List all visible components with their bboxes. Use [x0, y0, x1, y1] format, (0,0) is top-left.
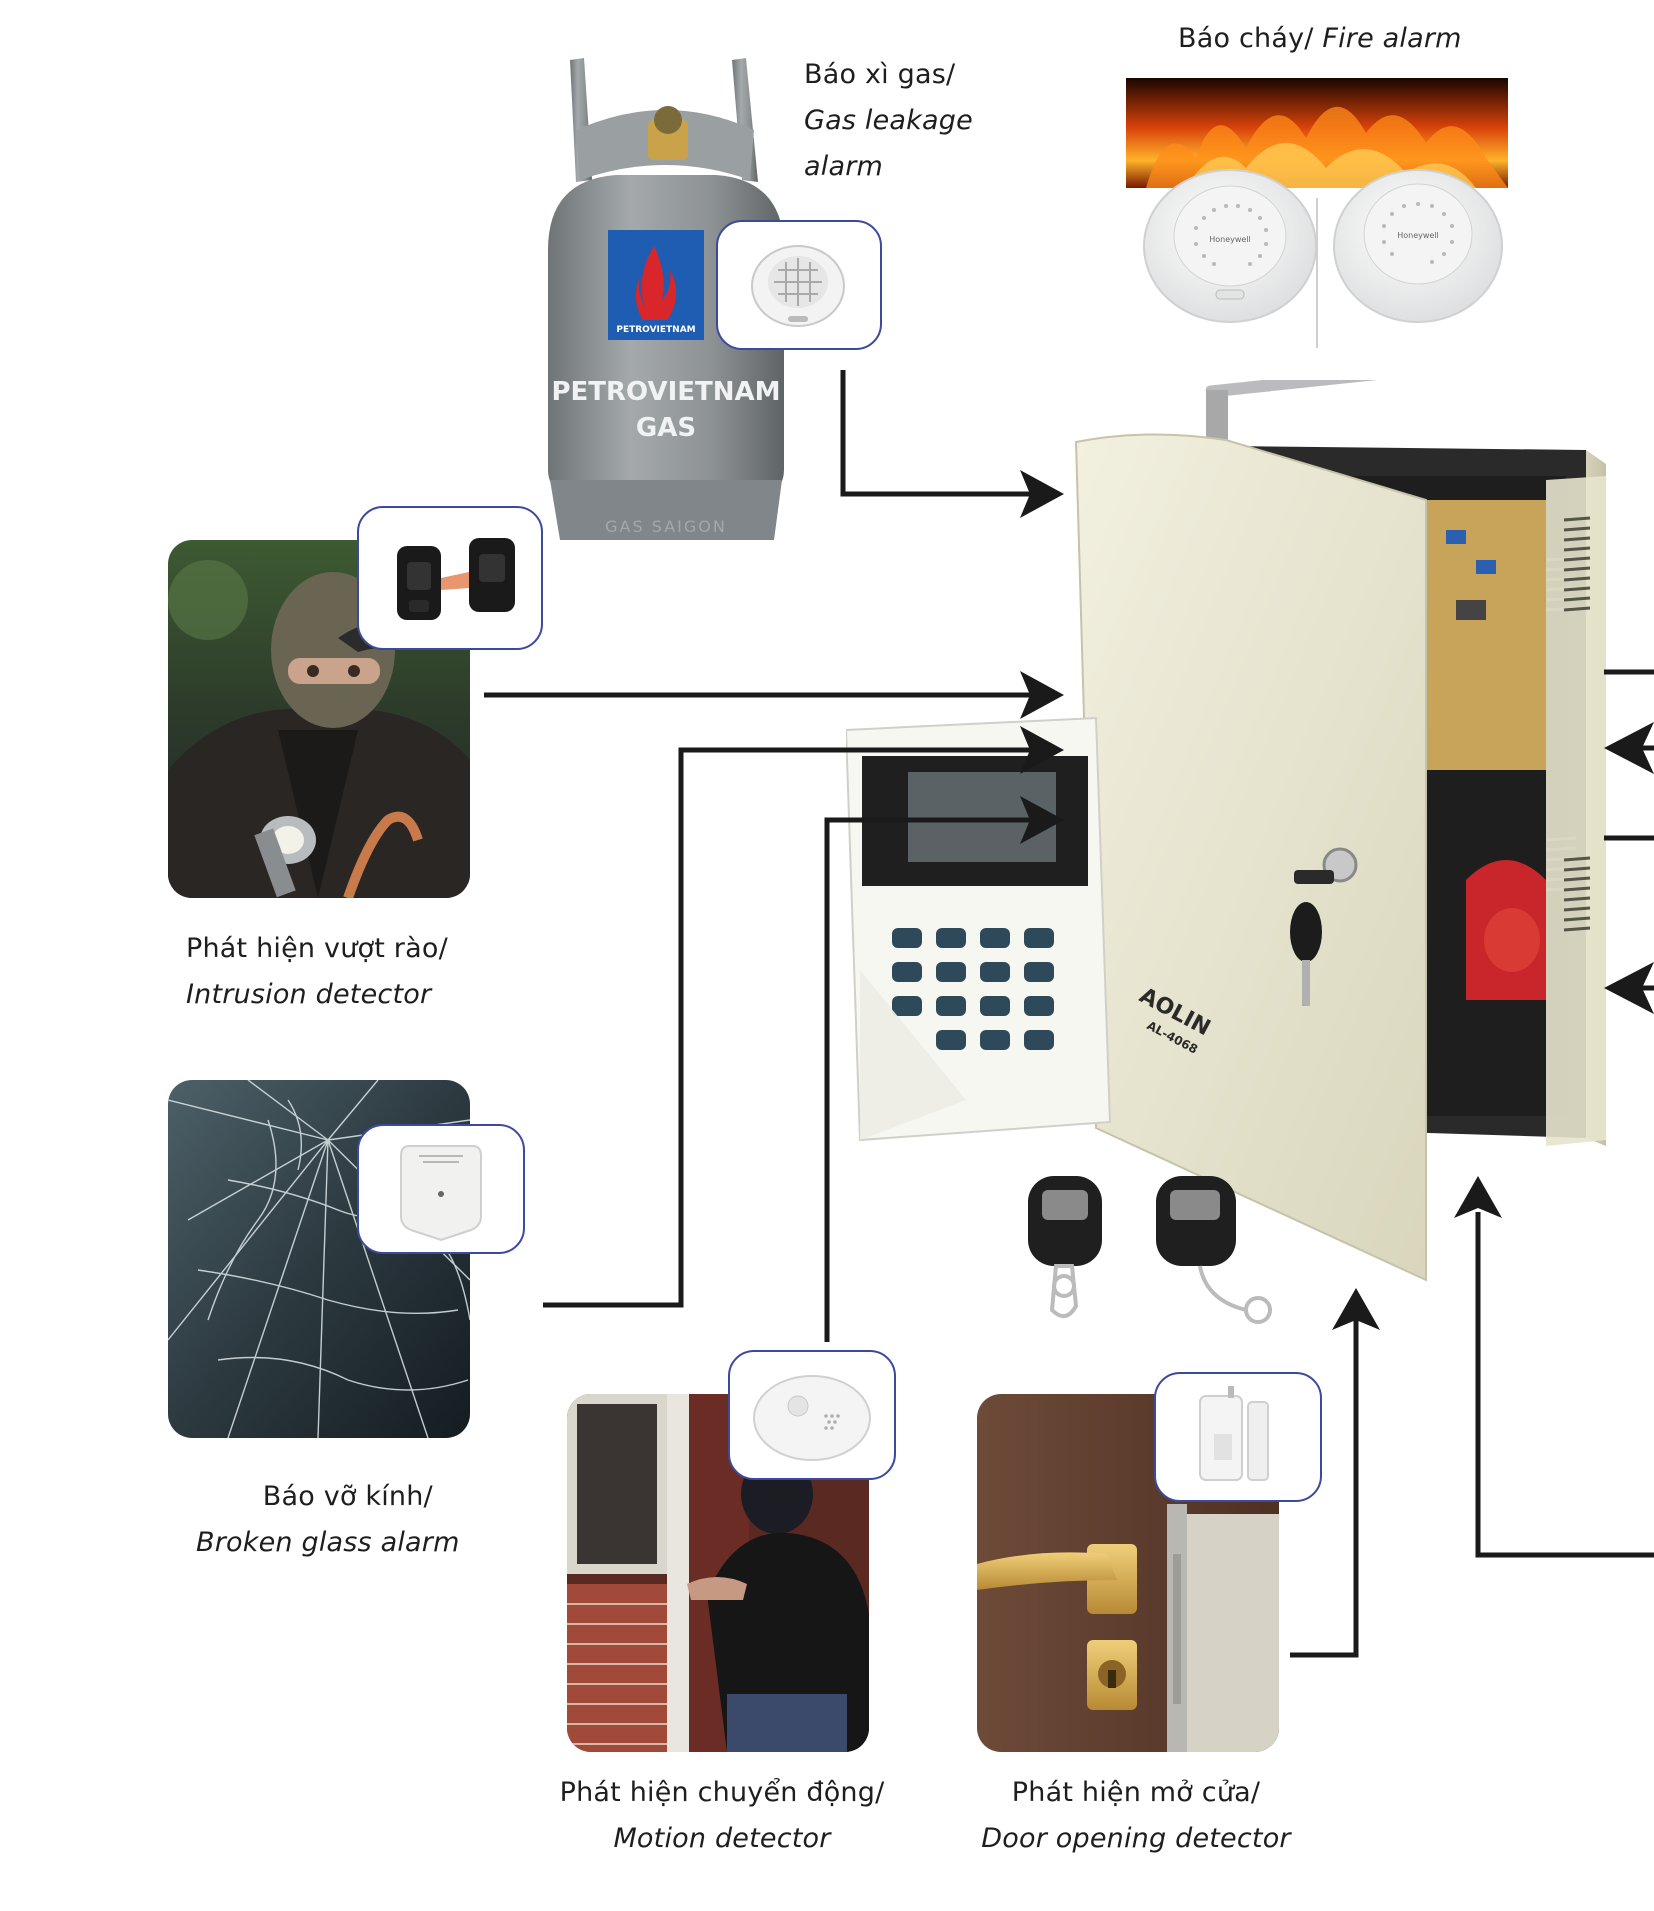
cylinder-logo-text: PETROVIETNAM — [616, 325, 695, 335]
glass-break-sensor-icon — [400, 1145, 482, 1242]
fire-alarm-label-vi: Báo cháy/ — [1178, 23, 1314, 54]
arrowhead-door — [1332, 1288, 1380, 1330]
fire-alarm-label-en: Fire alarm — [1322, 23, 1462, 54]
intrusion-label: Phát hiện vượt rào/ Intrusion detector — [186, 926, 448, 1018]
glass-label-en: Broken glass alarm — [196, 1527, 460, 1558]
gas-sensor-badge — [716, 220, 882, 350]
glass-sensor-badge — [357, 1124, 525, 1254]
door-contact-sensor-icon — [1199, 1386, 1269, 1481]
gas-alarm-label-en1: Gas leakage — [804, 105, 973, 136]
arrow-glass — [543, 747, 1032, 1308]
arrowhead-right-b — [1604, 962, 1654, 1014]
arrow-motion — [824, 817, 1032, 1342]
fire-alarm-image: Honeywell Honeywell — [1126, 78, 1508, 348]
gas-sensor-icon — [751, 245, 845, 327]
arrowhead-intrusion — [1020, 671, 1064, 719]
motion-sensor-icon — [753, 1375, 871, 1461]
glass-label-vi: Báo vỡ kính/ — [262, 1481, 433, 1512]
motion-label-en: Motion detector — [613, 1823, 831, 1854]
cylinder-text-line1: PETROVIETNAM — [551, 377, 780, 407]
fire-detector-brand-left: Honeywell — [1209, 235, 1251, 244]
cylinder-text-line2: GAS — [636, 413, 696, 443]
door-sensor-badge — [1154, 1372, 1322, 1502]
gas-alarm-label-vi: Báo xì gas/ — [804, 59, 956, 90]
motion-sensor-badge — [728, 1350, 896, 1480]
remote-control-1 — [1028, 1176, 1102, 1318]
fire-detector-brand-right: Honeywell — [1397, 231, 1439, 240]
door-label-vi: Phát hiện mở cửa/ — [1011, 1777, 1261, 1808]
arrowhead-right-bottom — [1454, 1176, 1502, 1218]
arrowhead-gas — [1020, 470, 1064, 518]
arrow-gas — [840, 370, 1032, 497]
remote-control-2 — [1156, 1176, 1272, 1324]
arrowhead-right-a — [1604, 722, 1654, 774]
arrowhead-glass — [1020, 726, 1064, 774]
door-label-en: Door opening detector — [981, 1823, 1291, 1854]
intrusion-label-en: Intrusion detector — [186, 979, 432, 1010]
cylinder-ring-text: GAS SAIGON — [605, 517, 727, 536]
beam-sensor-icon — [397, 538, 515, 620]
gas-alarm-label-en2: alarm — [804, 151, 883, 182]
glass-label: Báo vỡ kính/ Broken glass alarm — [196, 1474, 460, 1566]
alarm-control-panel: AOLIN AL-4068 — [846, 380, 1654, 1360]
door-label: Phát hiện mở cửa/ Door opening detector — [966, 1770, 1306, 1862]
arrowhead-motion — [1020, 796, 1064, 844]
motion-label-vi: Phát hiện chuyển động/ — [559, 1777, 885, 1808]
fire-alarm-label: Báo cháy/ Fire alarm — [1178, 16, 1462, 62]
gas-alarm-label: Báo xì gas/ Gas leakage alarm — [804, 52, 973, 190]
intrusion-label-vi: Phát hiện vượt rào/ — [186, 933, 448, 964]
arrow-right-bottom — [1475, 1212, 1654, 1558]
arrow-door — [1290, 1308, 1359, 1658]
intrusion-sensor-badge — [357, 506, 543, 650]
motion-label: Phát hiện chuyển động/ Motion detector — [552, 1770, 892, 1862]
